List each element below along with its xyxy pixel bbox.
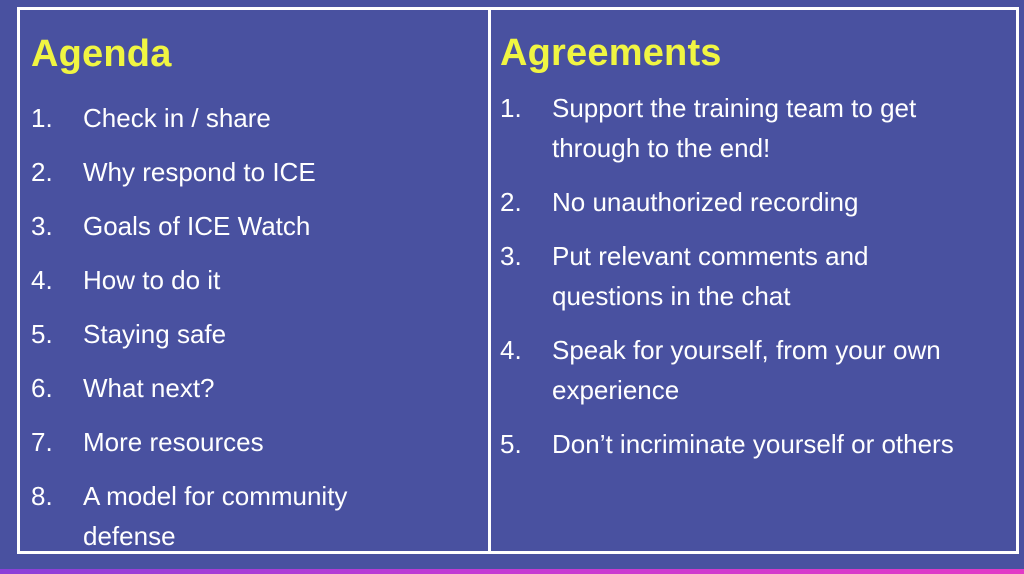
- item-number: 1.: [31, 103, 53, 133]
- item-text: Speak for yourself, from your own experie…: [552, 330, 941, 410]
- item-text: Staying safe: [83, 319, 227, 349]
- item-line: defense: [83, 521, 176, 551]
- agreement-item: 2. No unauthorized recording: [500, 182, 954, 222]
- agenda-item: 2. Why respond to ICE: [31, 152, 347, 192]
- item-line: Put relevant comments and: [552, 241, 869, 271]
- item-line: Speak for yourself, from your own: [552, 335, 941, 365]
- item-number: 1.: [500, 93, 522, 123]
- item-number: 5.: [500, 429, 522, 459]
- item-number: 3.: [31, 211, 53, 241]
- item-text: Check in / share: [83, 103, 271, 133]
- agenda-heading: Agenda: [31, 33, 172, 75]
- item-number: 2.: [31, 157, 53, 187]
- item-line: A model for community: [83, 481, 348, 511]
- item-line: experience: [552, 375, 680, 405]
- item-text: Support the training team to get through …: [552, 88, 916, 168]
- agreements-list: 1. Support the training team to get throug…: [500, 88, 954, 478]
- item-number: 2.: [500, 187, 522, 217]
- agreement-item: 5. Don’t incriminate yourself or others: [500, 424, 954, 464]
- item-number: 4.: [31, 265, 53, 295]
- item-text: What next?: [83, 373, 215, 403]
- item-text: More resources: [83, 427, 264, 457]
- agenda-item: 4. How to do it: [31, 260, 347, 300]
- agreements-column: Agreements 1. Support the training team t…: [491, 10, 1016, 551]
- agenda-item: 6. What next?: [31, 368, 347, 408]
- item-text: Don’t incriminate yourself or others: [552, 429, 954, 459]
- item-text: A model for community defense: [83, 476, 347, 556]
- item-number: 6.: [31, 373, 53, 403]
- item-number: 5.: [31, 319, 53, 349]
- agenda-item: 1. Check in / share: [31, 98, 347, 138]
- slide-table: Agenda 1. Check in / share 2. Why respond …: [17, 7, 1019, 554]
- agenda-item: 7. More resources: [31, 422, 347, 462]
- item-number: 4.: [500, 335, 522, 365]
- agreement-item: 4. Speak for yourself, from your own exper…: [500, 330, 954, 410]
- item-line: Support the training team to get: [552, 93, 917, 123]
- item-line: through to the end!: [552, 133, 771, 163]
- agreements-heading: Agreements: [500, 32, 722, 74]
- agenda-column: Agenda 1. Check in / share 2. Why respond …: [20, 10, 491, 551]
- item-text: Goals of ICE Watch: [83, 211, 311, 241]
- agenda-item: 5. Staying safe: [31, 314, 347, 354]
- agenda-list: 1.Check in / share 2.Why respond to ICE …: [31, 98, 347, 570]
- agenda-item: 8. A model for community defense: [31, 476, 347, 556]
- item-text: No unauthorized recording: [552, 187, 859, 217]
- bottom-gradient-stripe: [0, 569, 1024, 574]
- item-text: How to do it: [83, 265, 221, 295]
- item-number: 3.: [500, 241, 522, 271]
- item-text: Put relevant comments and questions in th…: [552, 236, 869, 316]
- item-number: 7.: [31, 427, 53, 457]
- agenda-item: 3. Goals of ICE Watch: [31, 206, 347, 246]
- item-number: 8.: [31, 481, 53, 511]
- item-text: Why respond to ICE: [83, 157, 316, 187]
- item-line: questions in the chat: [552, 281, 791, 311]
- agreement-item: 1. Support the training team to get throug…: [500, 88, 954, 168]
- agreement-item: 3. Put relevant comments and questions in …: [500, 236, 954, 316]
